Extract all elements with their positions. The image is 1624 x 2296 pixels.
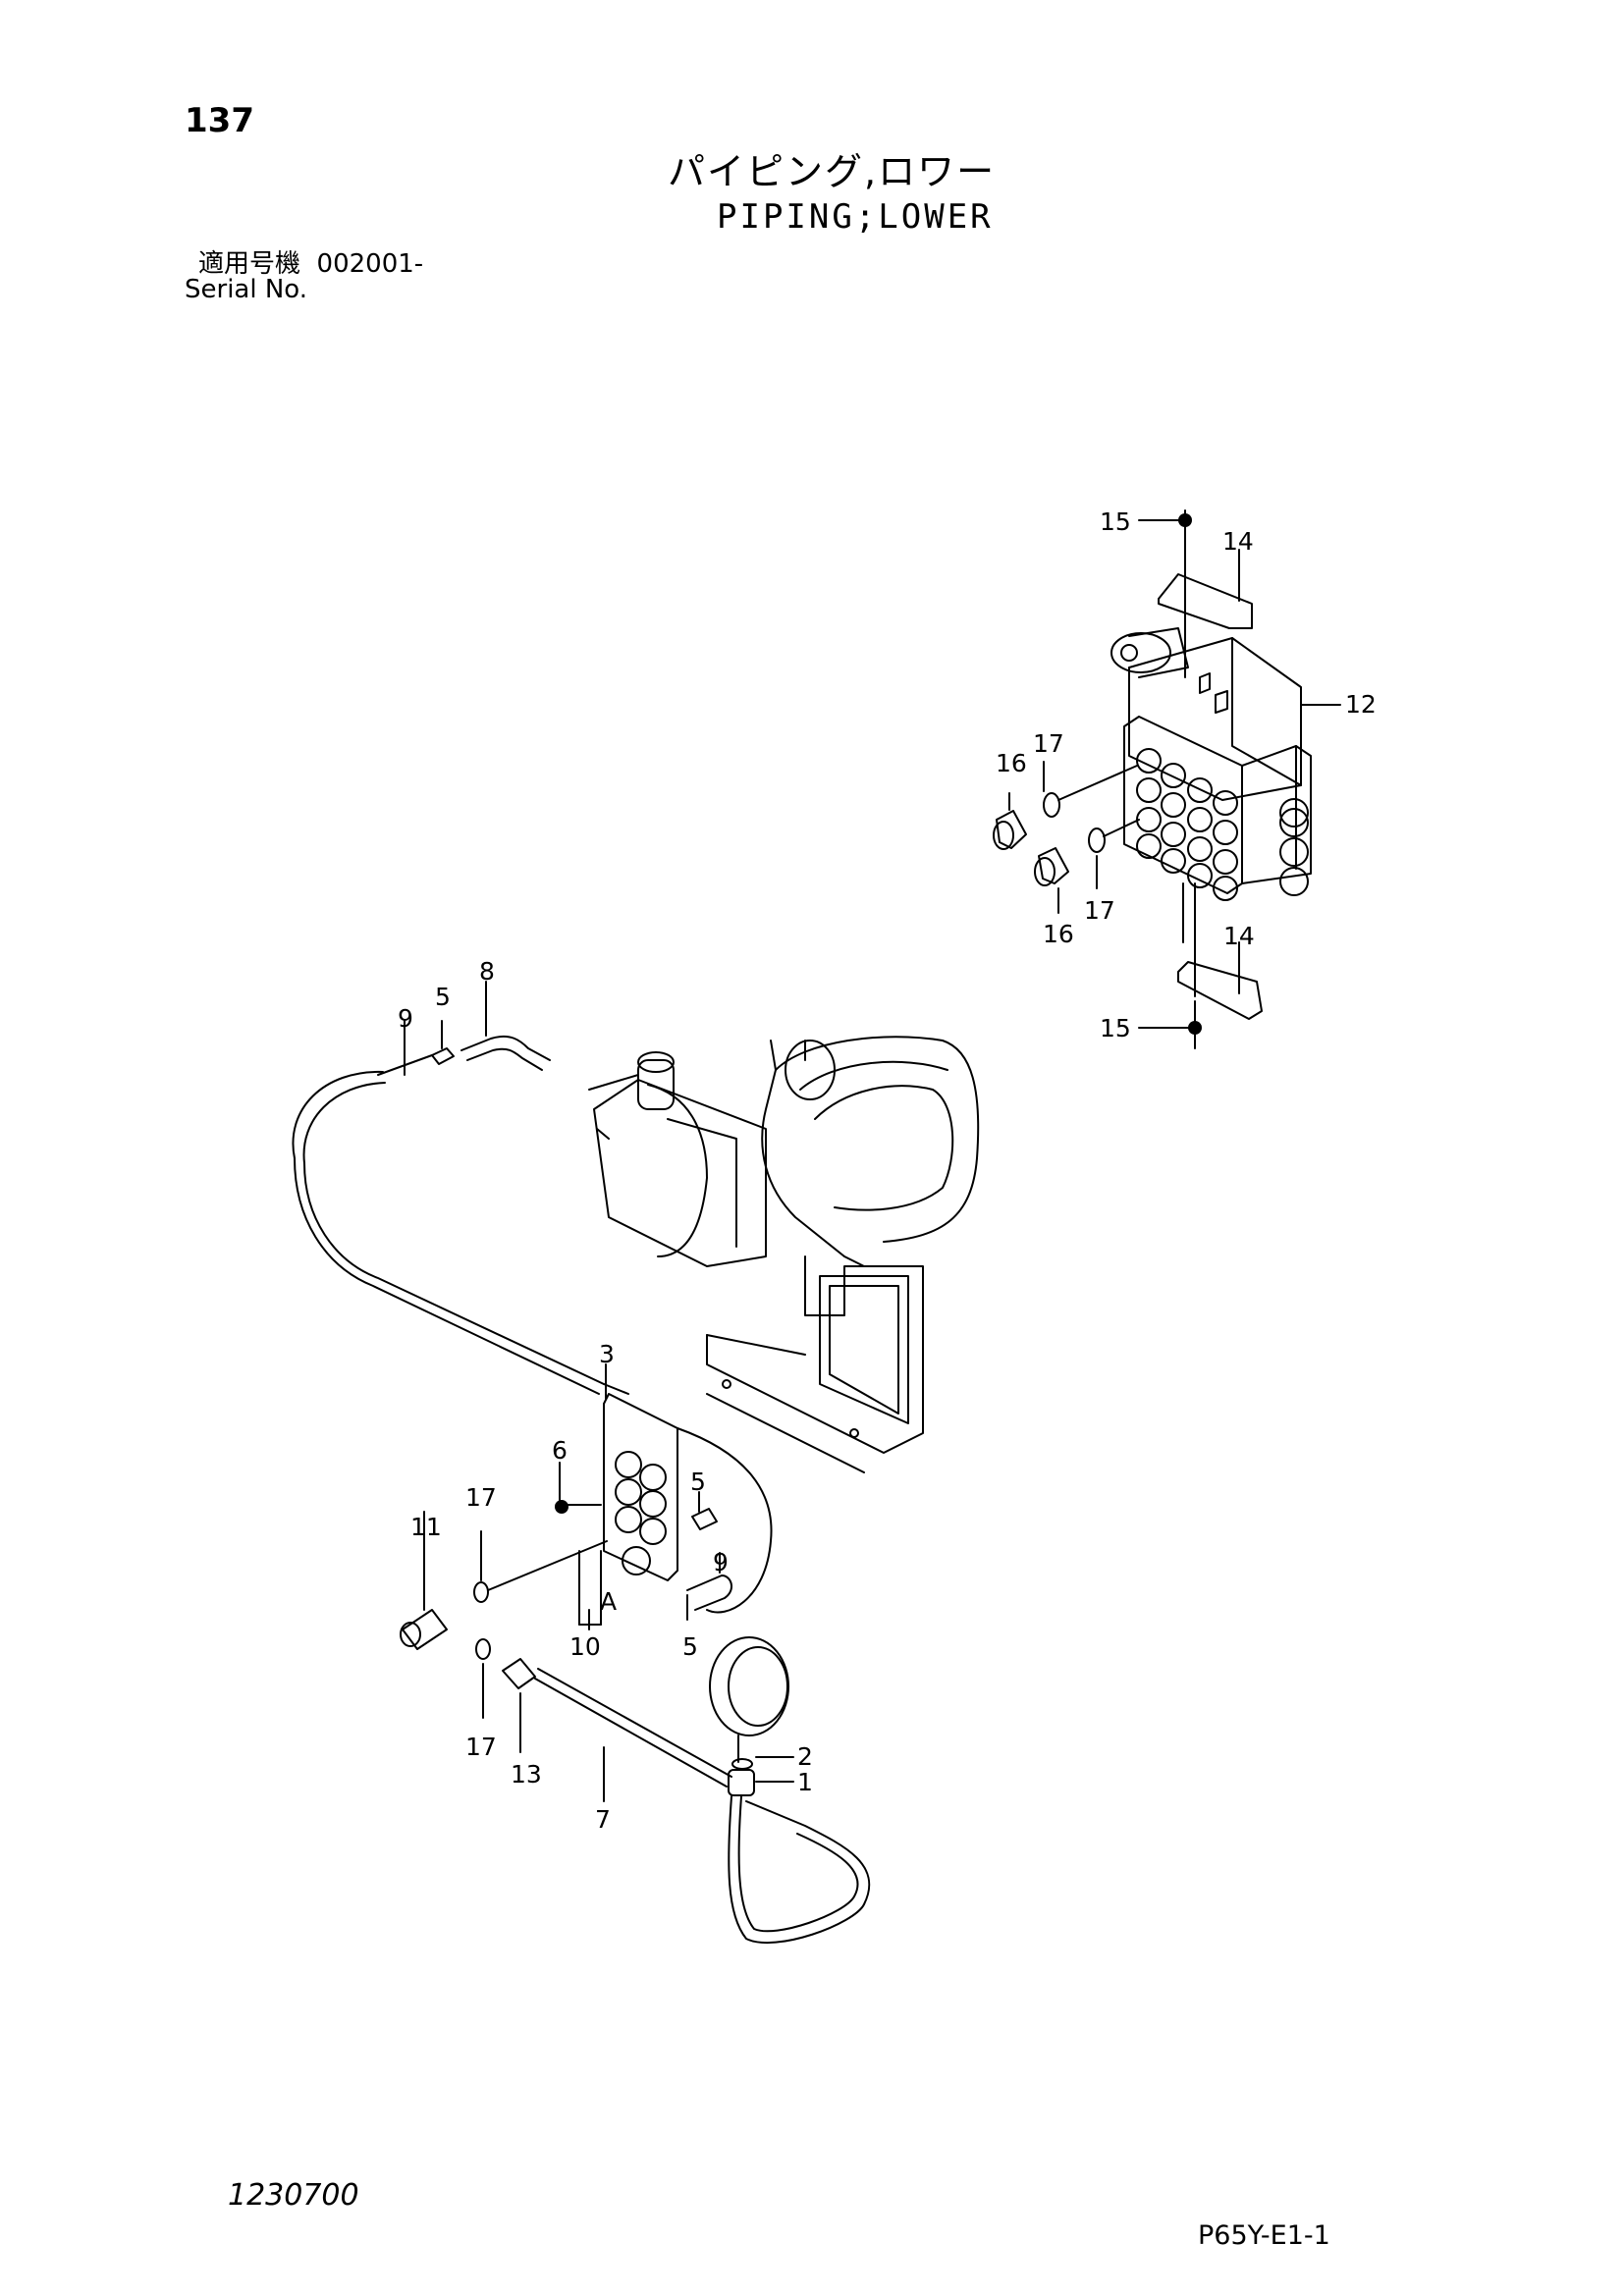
callout-3: 3 [599,1340,615,1368]
callout-15-bottom: 15 [1100,1014,1131,1042]
serial-value: 002001- [316,249,424,279]
callout-17-low: 17 [465,1733,497,1761]
callout-8: 8 [479,957,495,986]
callout-17-left: 17 [465,1483,497,1512]
drawing-number: 1230700 [228,2178,359,2213]
page-number: 137 [185,101,254,140]
control-valve-assembly [993,509,1341,1049]
title-japanese: パイピング,ロワー [668,150,997,193]
bolt-dot-top [1178,513,1192,527]
callout-A: A [600,1587,617,1616]
callout-1: 1 [797,1768,813,1796]
callout-5-right: 5 [690,1468,706,1496]
callout-13: 13 [511,1760,542,1789]
callout-10: 10 [569,1632,601,1661]
callout-14-top: 14 [1222,527,1254,556]
serial-line: 適用号機 002001- [198,251,423,277]
callout-9-top: 9 [398,1004,413,1033]
callout-5-low: 5 [682,1632,698,1661]
swing-bearing-assembly [292,981,980,1945]
callout-16-top: 16 [996,749,1027,777]
callout-5-top: 5 [435,983,451,1011]
callout-17-top: 17 [1033,729,1064,758]
page-code: P65Y-E1-1 [1198,2220,1330,2251]
callout-7: 7 [595,1805,611,1834]
serial-label-en: Serial No. [185,275,307,304]
callout-15-top: 15 [1100,507,1131,536]
title-english: PIPING;LOWER [717,197,994,237]
callout-11: 11 [410,1513,442,1541]
bolt-dot-bottom [1188,1021,1202,1035]
callout-2: 2 [797,1742,813,1771]
callout-17-mid: 17 [1084,896,1115,925]
callout-9-right: 9 [713,1548,729,1576]
serial-label-ja: 適用号機 [198,249,301,279]
callout-14-bottom: 14 [1223,922,1255,950]
callout-16-mid: 16 [1043,920,1074,948]
callout-6: 6 [552,1436,568,1465]
callout-12: 12 [1345,690,1377,719]
